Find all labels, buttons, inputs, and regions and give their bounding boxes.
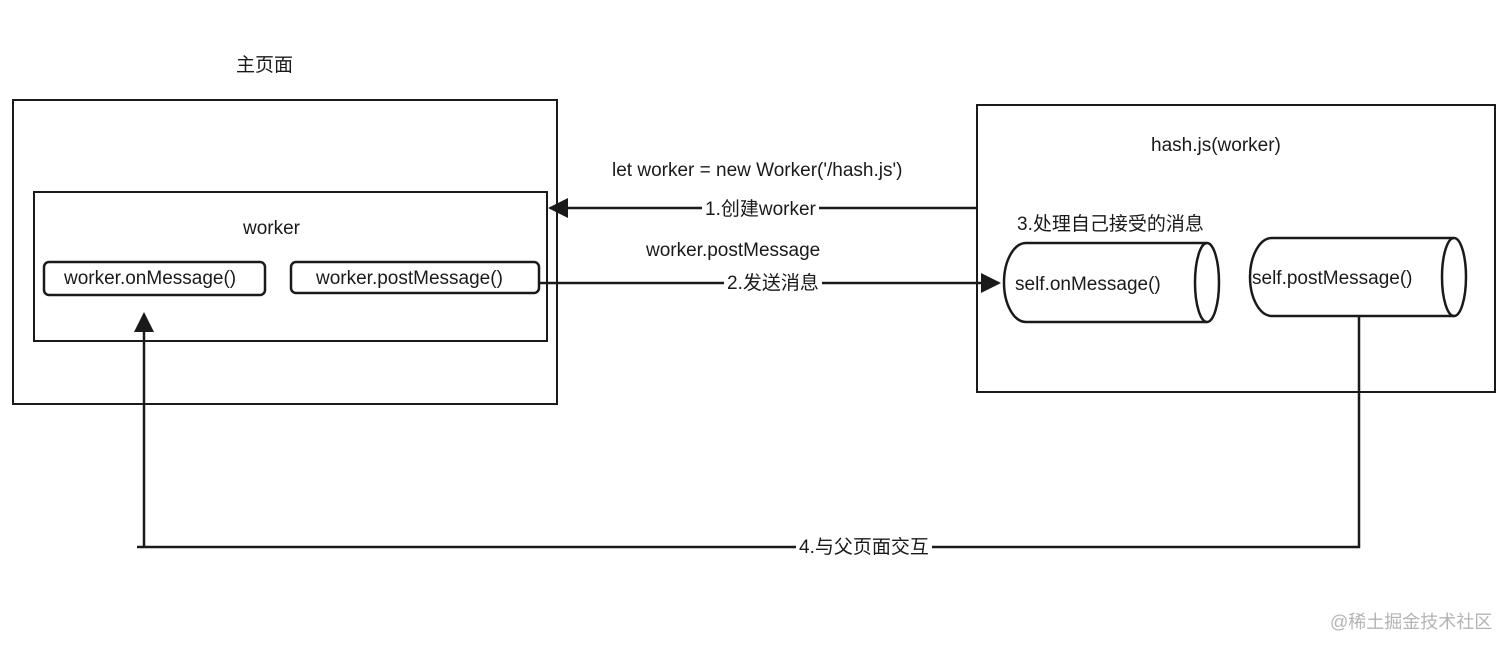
worker-postmessage-box xyxy=(289,260,541,295)
self-postmessage-cylinder xyxy=(1248,236,1468,318)
handle-message-label: 3.处理自己接受的消息 xyxy=(1017,214,1204,235)
edge-interact-parent xyxy=(137,316,1361,549)
self-postmessage-label: self.postMessage() xyxy=(1252,268,1413,289)
main-page-box xyxy=(12,99,558,405)
create-worker-code: let worker = new Worker('/hash.js') xyxy=(612,160,903,181)
hashjs-box xyxy=(976,104,1496,393)
interact-parent-step: 4.与父页面交互 xyxy=(796,538,932,557)
worker-postmessage-label: worker.postMessage() xyxy=(316,268,503,289)
send-message-code: worker.postMessage xyxy=(646,240,821,261)
hashjs-title: hash.js(worker) xyxy=(1151,135,1281,156)
watermark: @稀土掘金技术社区 xyxy=(1330,612,1493,632)
self-onmessage-cylinder xyxy=(1002,241,1221,324)
self-onmessage-label: self.onMessage() xyxy=(1015,274,1161,295)
worker-box-title: worker xyxy=(243,218,301,239)
worker-onmessage-label: worker.onMessage() xyxy=(64,268,237,289)
worker-onmessage-box xyxy=(42,260,267,297)
main-page-title: 主页面 xyxy=(236,55,294,76)
worker-box xyxy=(33,191,548,342)
create-worker-step: 1.创建worker xyxy=(702,200,819,219)
send-message-step: 2.发送消息 xyxy=(724,274,822,293)
